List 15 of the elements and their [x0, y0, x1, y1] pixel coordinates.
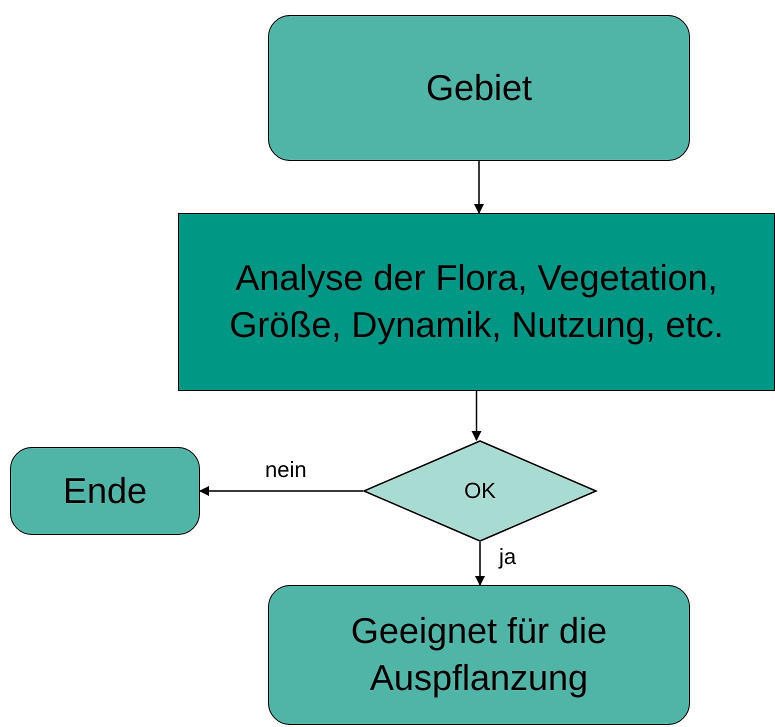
start-box	[268, 15, 690, 161]
arrow	[475, 542, 485, 586]
result-box	[268, 585, 690, 725]
end-box	[10, 447, 200, 535]
arrow	[472, 391, 482, 441]
node-text: OK	[464, 476, 496, 505]
arrow	[199, 486, 363, 496]
node-text: Geeignet für die Auspflanzung	[350, 609, 608, 700]
arrow	[474, 161, 484, 214]
edge-label: ja	[497, 545, 518, 570]
decision-diamond	[363, 440, 597, 542]
node-text: Gebiet	[426, 66, 532, 110]
process-box	[178, 213, 775, 391]
node-text: Ende	[62, 468, 148, 513]
node-text: Analyse der Flora, Vegetation, Größe, Dynamik, Nutzung, etc.	[228, 256, 725, 347]
